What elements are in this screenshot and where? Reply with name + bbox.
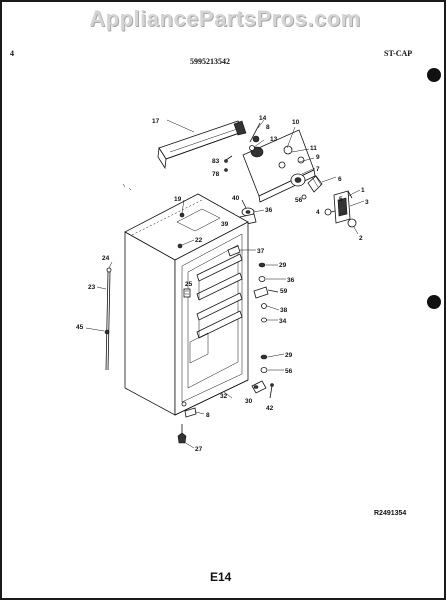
leader-29b <box>267 353 285 358</box>
parts-29-56-30-42 <box>251 354 274 399</box>
callout-6: 6 <box>338 176 342 183</box>
binder-hole-bottom <box>427 295 441 309</box>
callout-5: 5 <box>339 196 343 203</box>
leader-6 <box>321 176 337 183</box>
callout-32: 32 <box>220 393 228 400</box>
page-code: E14 <box>210 570 232 584</box>
leader-32 <box>223 391 233 399</box>
leader-19 <box>181 199 185 214</box>
corner-tick-marks <box>122 183 132 191</box>
cabinet-shelves <box>189 253 243 364</box>
leader-36a <box>253 209 265 213</box>
drawing-reference-code: R2491354 <box>374 510 407 517</box>
leader-14 <box>257 119 265 129</box>
callout-2: 2 <box>359 235 363 242</box>
callout-30: 30 <box>245 398 253 405</box>
callout-38: 38 <box>280 307 288 314</box>
callout-42: 42 <box>266 405 274 412</box>
callout-19: 19 <box>174 196 182 203</box>
callout-36-mid: 36 <box>287 277 295 284</box>
callout-8-bottom: 8 <box>206 412 210 419</box>
callout-29-upper: 29 <box>279 262 287 269</box>
leader-1 <box>347 189 361 197</box>
callout-56-top: 56 <box>295 197 303 204</box>
callout-23: 23 <box>88 284 96 291</box>
callout-14: 14 <box>259 115 267 122</box>
parts-7-6-56-knob <box>290 173 323 200</box>
parts-24-23-45-door-rod <box>104 267 112 371</box>
callout-11: 11 <box>310 145 317 152</box>
callout-8-top: 8 <box>266 124 270 131</box>
callout-25: 25 <box>185 281 193 288</box>
callout-78: 78 <box>212 171 220 178</box>
parts-83-78-screws <box>224 155 233 172</box>
callout-34: 34 <box>279 318 287 325</box>
leader-9 <box>298 157 315 163</box>
callout-9: 9 <box>316 154 320 161</box>
callout-22: 22 <box>195 237 203 244</box>
leader-23 <box>96 286 107 290</box>
leader-8b <box>195 411 205 415</box>
callout-83: 83 <box>212 158 220 165</box>
leader-11 <box>291 148 310 153</box>
parts-19-22 <box>177 212 185 249</box>
leader-17 <box>166 119 195 133</box>
leader-45 <box>85 327 105 332</box>
callout-4: 4 <box>316 209 320 216</box>
callout-37: 37 <box>257 248 265 255</box>
callout-39: 39 <box>221 221 229 228</box>
callout-3: 3 <box>365 199 369 206</box>
leader-7 <box>301 167 316 175</box>
parts-1-3-5-4-2-bracket <box>324 190 357 228</box>
leader-10 <box>286 126 296 149</box>
leader-38 <box>266 305 280 311</box>
callout-1: 1 <box>361 187 365 194</box>
leader-3 <box>349 200 365 207</box>
leader-22 <box>181 239 195 246</box>
part-17-top-trim <box>157 120 247 170</box>
parts-32-8-27-base <box>177 401 197 444</box>
callout-27: 27 <box>195 446 203 453</box>
callout-13: 13 <box>270 136 278 143</box>
cabinet-shell <box>124 193 249 416</box>
callout-24: 24 <box>102 255 110 262</box>
callout-59: 59 <box>280 288 288 295</box>
section-code: ST-CAP <box>384 49 413 58</box>
model-number: 5995213542 <box>190 57 230 66</box>
page-number: 4 <box>10 49 14 58</box>
callout-10: 10 <box>292 119 300 126</box>
binder-hole-top <box>427 68 441 82</box>
callout-56-lower: 56 <box>285 368 293 375</box>
callout-29-lower: 29 <box>285 352 293 359</box>
leader-24 <box>108 261 113 269</box>
callout-45: 45 <box>76 324 84 331</box>
callout-7: 7 <box>316 166 320 173</box>
callout-40: 40 <box>232 195 240 202</box>
parts-14-8-13-hardware <box>249 122 265 151</box>
parts-29-36-59-38-34 <box>253 262 279 323</box>
part-37 <box>227 245 241 257</box>
part-25 <box>183 288 191 298</box>
callout-17: 17 <box>152 118 160 125</box>
watermark-logo: AppliancePartsPros.com <box>89 6 361 31</box>
leader-27 <box>183 441 195 449</box>
leader-2 <box>353 226 359 235</box>
callout-36-top: 36 <box>265 207 273 214</box>
